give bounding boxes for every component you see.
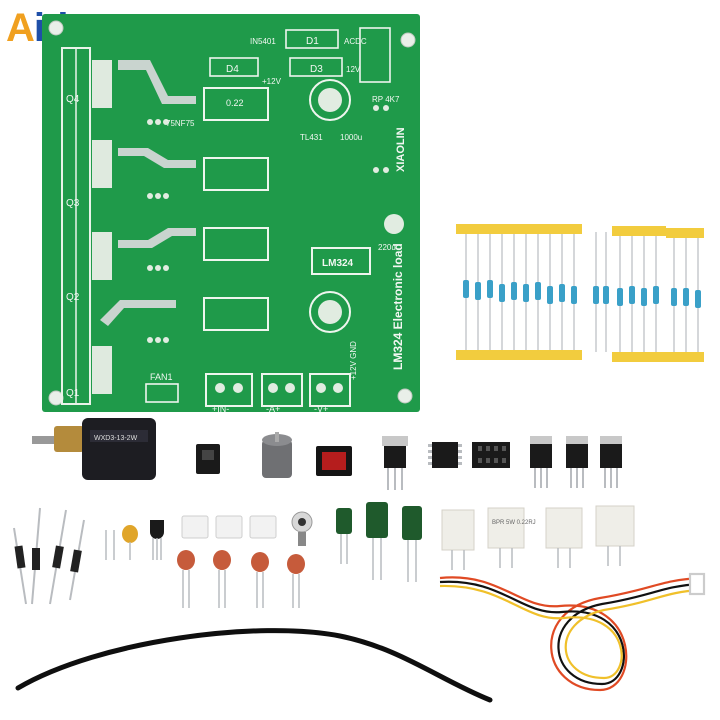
silk-label-q2: Q2	[66, 292, 80, 303]
silk-label-75nf75: 75NF75	[166, 119, 195, 128]
fan-connector	[196, 444, 220, 474]
silk-terminal-in: +IN-	[212, 404, 229, 414]
silk-label-q3: Q3	[66, 198, 80, 209]
knob	[262, 432, 292, 478]
silk-label-rp: RP 4K7	[372, 95, 400, 104]
silk-label-0-22: 0.22	[226, 98, 244, 108]
solder-traces	[100, 60, 196, 326]
diode-outlines	[209, 27, 391, 83]
ic-socket	[472, 442, 510, 468]
electrolytic-capacitors	[336, 502, 422, 582]
terminal-blocks	[145, 373, 351, 407]
mosfets	[530, 436, 622, 488]
silk-maker: XIAOLIN	[395, 127, 407, 172]
pin-headers	[181, 515, 277, 539]
silk-terminal-a: -A+	[266, 404, 280, 414]
voltage-regulator	[382, 436, 408, 490]
silk-label-220u: 220u	[378, 243, 396, 252]
shunt-resistor-outlines	[203, 87, 269, 331]
cement-resistors: BPR 5W 0.22RJ	[441, 505, 635, 570]
silk-label-q4: Q4	[66, 94, 80, 105]
silk-terminal-v: -V+	[314, 404, 328, 414]
pcb-board: Q1 Q2 Q3 Q4 D1 D3 D4 IN5401 ACDC 12V RP …	[42, 14, 420, 414]
silk-label-in5401: IN5401	[250, 37, 276, 46]
silk-power-label: +12V GND	[349, 341, 358, 380]
silk-label-acdc: ACDC	[344, 37, 367, 46]
silk-label-tl431: TL431	[300, 133, 323, 142]
rocker-switch	[316, 446, 352, 476]
potentiometer-label: WXD3-13-2W	[94, 435, 138, 442]
component-pads	[147, 105, 389, 343]
silk-fan-label: FAN1	[150, 372, 173, 382]
cement-resistor-label: BPR 5W 0.22RJ	[492, 520, 536, 526]
silk-label-12v: 12V	[346, 65, 361, 74]
diodes	[13, 507, 85, 605]
silk-label-q1: Q1	[66, 388, 80, 399]
ic-outline	[311, 247, 371, 275]
fan-wire-harness	[439, 572, 706, 692]
silk-label-d3: D3	[310, 64, 323, 75]
brand-logo-first-letter: A	[6, 6, 35, 50]
ic-chip	[428, 442, 462, 468]
black-wire	[15, 628, 493, 703]
reference-ic	[150, 520, 164, 560]
silk-board-title: LM324 Electronic load	[391, 243, 405, 370]
dc-jack	[291, 511, 313, 546]
ceramic-capacitors	[177, 550, 305, 608]
potentiometer: WXD3-13-2W	[32, 418, 156, 480]
tantalum-capacitor	[105, 525, 138, 560]
silkscreen-labels: Q1 Q2 Q3 Q4 D1 D3 D4 IN5401 ACDC 12V RP …	[66, 36, 407, 414]
capacitor-outlines	[309, 79, 404, 333]
silk-label-12v-plus: +12V	[262, 77, 282, 86]
silk-label-d1: D1	[306, 36, 319, 47]
resistor-bodies	[463, 280, 701, 308]
silk-label-d4: D4	[226, 64, 239, 75]
silk-label-1000u: 1000u	[340, 133, 362, 142]
mosfet-pads	[92, 60, 112, 394]
silk-ic-label: LM324	[322, 258, 354, 269]
resistor-tape-strips	[456, 224, 704, 362]
